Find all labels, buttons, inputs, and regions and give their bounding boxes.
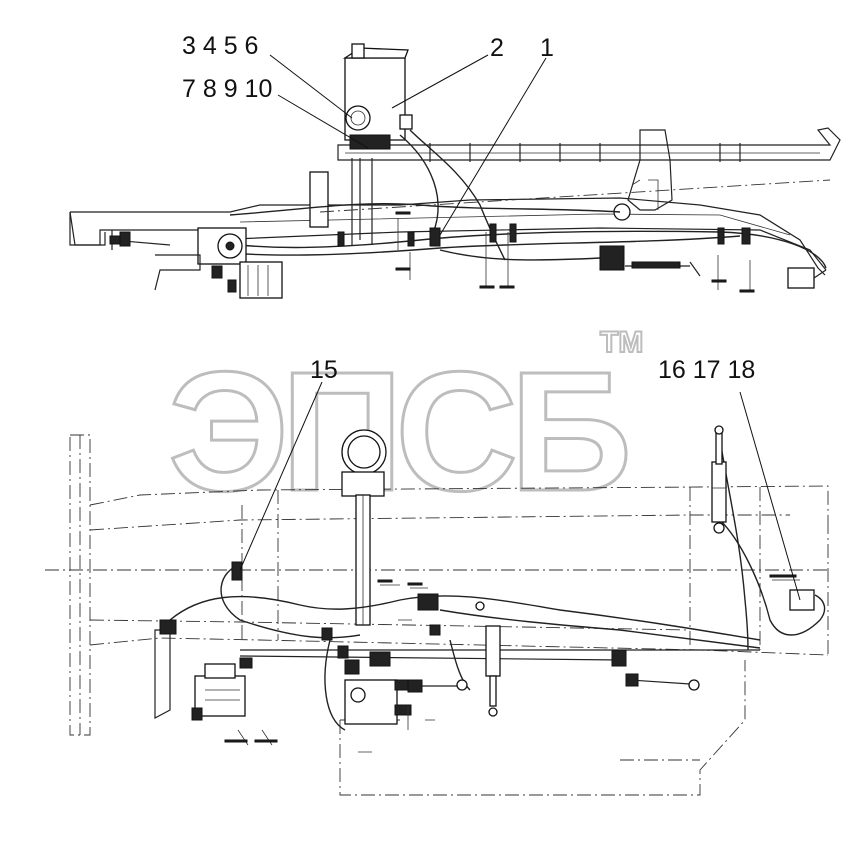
callout-15: 15 [310,356,338,384]
frame-inner-a [89,514,790,531]
plan-fittings [231,561,441,659]
callout-161718: 16 17 18 [658,356,755,384]
leader-1 [439,57,547,236]
frame-rail-lower [209,227,827,271]
side-view-small-tags [395,211,755,293]
centerline-1 [319,179,831,213]
leader-2 [391,54,489,109]
top-hoses [199,129,827,269]
callout-3456: 3 4 5 6 [182,32,258,60]
leader-15 [239,381,323,571]
body-outline [339,520,829,796]
watermark: ЭПСБ TM [167,325,645,529]
plan-hoses [169,439,826,731]
body-inner [340,719,700,761]
leader-3456 [269,54,353,119]
plan-pump [154,619,253,721]
plan-cylinders [407,601,700,717]
leader-lines [239,54,801,601]
rail-fittings [337,223,827,289]
plan-small-tags [224,574,800,753]
callout-labels: 3 4 5 6 2 1 7 8 9 10 15 16 17 18 [182,32,755,384]
callout-2: 2 [490,34,504,62]
watermark-trademark: TM [600,326,643,359]
leader-78910 [277,94,369,149]
beam-ribs [429,143,741,162]
vertical-post [351,158,373,245]
callout-1: 1 [540,34,554,62]
hydraulic-tank [342,43,413,150]
frame-outline-lower [89,637,829,656]
plan-tank-ring [341,429,387,626]
frame-inner-b [89,619,691,631]
tower-detail [631,179,659,210]
leader-161718 [739,391,801,601]
side-view [69,43,841,299]
left-beam-dashed [69,434,91,736]
pump-assembly [109,227,283,299]
frame-rail-outline [69,197,826,276]
plan-valve-block [344,651,412,725]
tower-bracket [627,129,673,211]
watermark-logo: ЭПСБ [168,337,627,527]
frame-rail-inner [239,213,791,236]
upper-beam [337,127,841,161]
frame-outline-upper [89,485,829,520]
plan-filter [789,589,815,611]
plan-view [45,425,830,796]
callout-78910: 7 8 9 10 [182,75,272,103]
frame-front-nose [69,211,106,246]
plan-cylinder-right [711,425,727,534]
short-post [309,171,329,228]
